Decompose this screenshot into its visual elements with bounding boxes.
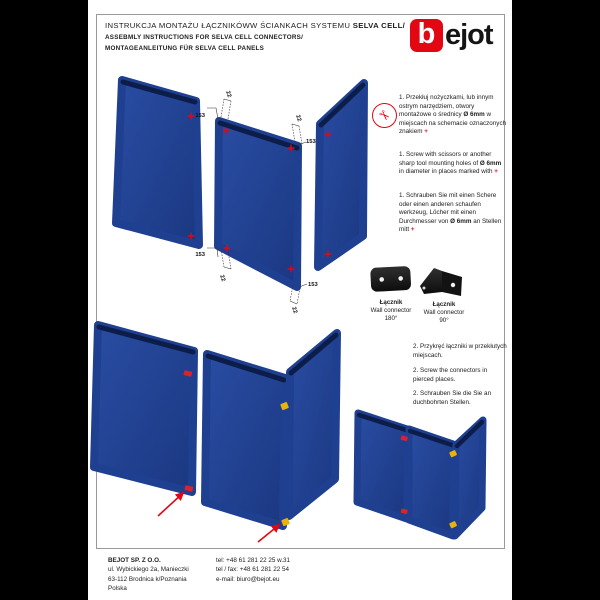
title-line-en: ASSEBMLY INSTRUCTIONS FOR SELVA CELL CON… <box>105 34 304 41</box>
connector-90-angle: 90° <box>439 317 449 325</box>
step1-de-bold: Ø 6mm <box>450 217 472 225</box>
plus-mark: + <box>494 168 498 176</box>
title-pl-text: INSTRUKCJA MONTAŻU ŁĄCZNIKÓWW ŚCIANKACH … <box>105 21 353 30</box>
yellow-connector-clip <box>449 450 457 458</box>
connector-180-name-en: Wall connector <box>370 307 412 315</box>
assembly-diagrams: 153 22 153 22 153 22 153 22 <box>90 76 487 543</box>
title-line-de: MONTAGEANLEITUNG FÜR SELVA CELL PANELS <box>105 45 265 52</box>
connector-90-name-pl: Łącznik <box>432 301 456 308</box>
diagram-clips-placement <box>90 321 341 543</box>
yellow-connector-clip <box>281 518 290 527</box>
bejot-logo-icon: b <box>410 19 443 52</box>
dim-153: 153 <box>195 252 205 258</box>
dim-22: 22 <box>294 114 302 122</box>
step1-pl-bold: Ø 6mm <box>463 111 485 119</box>
footer-address-line1: ul. Wybickiego 2a, Manieczki <box>108 566 189 574</box>
diagram-assembled-panels <box>353 409 487 540</box>
red-connector-clip <box>400 435 408 441</box>
dimension-labels: 153 22 153 22 153 22 153 22 <box>195 90 318 314</box>
pointer-arrow <box>257 523 281 543</box>
title-line-pl: INSTRUKCJA MONTAŻU ŁĄCZNIKÓWW ŚCIANKACH … <box>105 21 405 30</box>
page-title: INSTRUKCJA MONTAŻU ŁĄCZNIKÓWW ŚCIANKACH … <box>105 21 405 56</box>
yellow-connector-clip <box>449 521 457 529</box>
footer-contact: tel: +48 61 281 22 25 w.31 tel / fax: +4… <box>216 556 290 584</box>
panel <box>90 321 198 496</box>
connector-180-name-pl: Łącznik <box>379 299 403 306</box>
red-connector-clip <box>183 370 193 377</box>
footer-email: e-mail: biuro@bejot.eu <box>216 575 280 583</box>
panel <box>405 425 457 540</box>
bejot-logo: b ejot <box>410 19 494 52</box>
yellow-connector-clip <box>280 402 289 411</box>
dim-153: 153 <box>195 113 205 119</box>
pointer-arrow <box>157 491 185 517</box>
plus-mark: + <box>410 226 415 234</box>
step1-de-post: an Stellen mitt <box>399 217 502 234</box>
title-pl-bold: SELVA CELL/ <box>352 21 406 30</box>
step2-text-en: 2. Screw the connectors in pierced place… <box>413 367 488 383</box>
connector-90-name-en: Wall connector <box>423 309 465 317</box>
step1-en-bold: Ø 6mm <box>479 159 502 167</box>
dimension-lines <box>207 98 308 305</box>
page-border-frame <box>96 14 505 549</box>
footer-tel: tel: +48 61 281 22 25 w.31 <box>216 557 291 564</box>
step1-text-de: 1. Schrauben Sie mit einen Schere oder e… <box>399 192 507 235</box>
red-connector-clip <box>184 485 194 492</box>
panel <box>285 329 341 520</box>
step2-text-pl: 2. Przykręć łączniki w przekłutych miejs… <box>413 343 507 359</box>
step1-text-pl: 1. Przekłuj nożyczkami, lub innym ostrym… <box>399 94 507 137</box>
connector-90-label: Łącznik Wall connector 90° <box>414 301 474 326</box>
step1-text-en: 1. Screw with scissors or another sharp … <box>399 151 507 177</box>
dim-22: 22 <box>218 274 226 282</box>
step1-de-pre: 1. Schrauben Sie mit einen Schere oder e… <box>399 192 497 225</box>
instruction-sheet-page: INSTRUKCJA MONTAŻU ŁĄCZNIKÓWW ŚCIANKACH … <box>88 0 512 600</box>
panel <box>214 117 302 291</box>
panel <box>451 416 487 540</box>
panel <box>314 79 368 271</box>
dim-153: 153 <box>308 282 318 288</box>
step1-pl-pre: 1. Przekłuj nożyczkami, lub innym ostrym… <box>399 94 494 119</box>
connector-180-label: Łącznik Wall connector 180° <box>362 299 420 324</box>
step2-text-de: 2. Schrauben Sie die Sie an duchbohrten … <box>413 390 492 406</box>
dim-22: 22 <box>290 306 298 314</box>
footer-address-line3: Polska <box>108 584 127 592</box>
step1-en-pre: 1. Screw with scissors or another sharp … <box>399 151 492 167</box>
footer-fax: tel / fax: +48 61 281 22 54 <box>216 566 289 574</box>
panel <box>201 350 289 530</box>
dim-153: 153 <box>306 139 316 145</box>
diagram-exploded-panels: 153 22 153 22 153 22 153 22 <box>112 76 368 314</box>
scissors-icon: ✂ <box>372 103 397 128</box>
connector-180-angle: 180° <box>384 315 398 323</box>
footer-address: BEJOT SP. Z O.O. ul. Wybickiego 2a, Mani… <box>108 556 189 593</box>
logo-wordmark: ejot <box>445 19 494 51</box>
logo-b-glyph: b <box>417 18 436 50</box>
plus-mark: + <box>424 128 428 136</box>
connector-180-image <box>370 266 412 292</box>
panel <box>112 76 203 249</box>
step1-pl-post: w miejscach na schemacie oznaczonych zna… <box>399 111 507 136</box>
panel <box>353 409 411 523</box>
footer-company: BEJOT SP. Z O.O. <box>108 557 161 564</box>
footer-address-line2: 63-112 Brodnica k/Poznania <box>108 575 187 583</box>
connector-90-image <box>420 268 462 296</box>
red-connector-clip <box>400 508 408 514</box>
step1-en-post: in diameter in places marked with <box>399 168 495 176</box>
dim-22: 22 <box>224 90 232 98</box>
